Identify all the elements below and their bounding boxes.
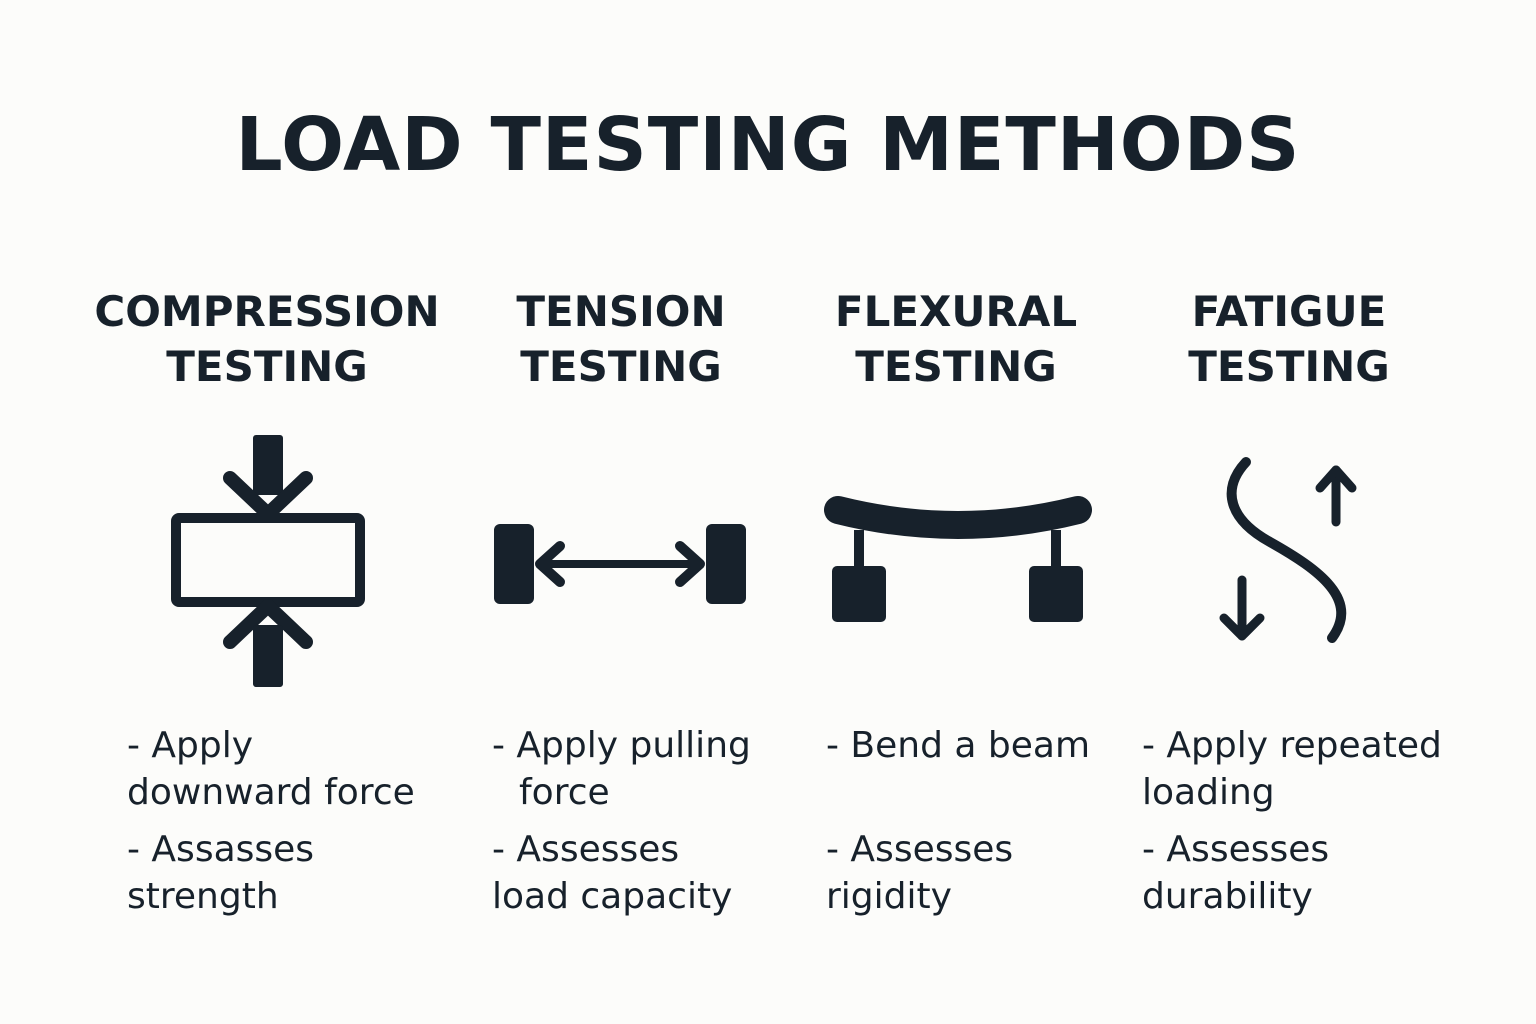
fatigue-heading: FATIGUE TESTING	[1109, 284, 1469, 394]
compression-icon	[171, 435, 365, 687]
page-title: LOAD TESTING METHODS	[235, 102, 1301, 188]
bullet: - Apply pulling force	[492, 725, 751, 813]
bullet: - Bend a beam	[826, 725, 1091, 766]
heading-line-1: FLEXURAL	[834, 287, 1078, 336]
heading-line-2: TESTING	[1188, 342, 1390, 391]
tension-icon	[494, 524, 746, 604]
compression-heading: COMPRESSION TESTING	[87, 284, 447, 394]
heading-line-1: TENSION	[516, 287, 726, 336]
heading-line-2: TESTING	[855, 342, 1057, 391]
heading-line-2: TESTING	[166, 342, 368, 391]
bullet: - Assesses load capacity	[492, 829, 733, 917]
heading-line-1: FATIGUE	[1191, 287, 1387, 336]
bullet: - Assesses durability	[1142, 829, 1330, 917]
flexural-beam-icon	[824, 496, 1092, 622]
fatigue-cycle-icon	[1219, 457, 1357, 643]
bullet: - Apply downward force	[127, 725, 415, 813]
heading-line-1: COMPRESSION	[94, 287, 440, 336]
bullet: - Apply repeated loading	[1142, 725, 1442, 813]
flexural-heading: FLEXURAL TESTING	[776, 284, 1136, 394]
tension-heading: TENSION TESTING	[441, 284, 801, 394]
bullet: - Assesses rigidity	[826, 829, 1014, 917]
bullet: - Assasses strength	[127, 829, 315, 917]
heading-line-2: TESTING	[520, 342, 722, 391]
